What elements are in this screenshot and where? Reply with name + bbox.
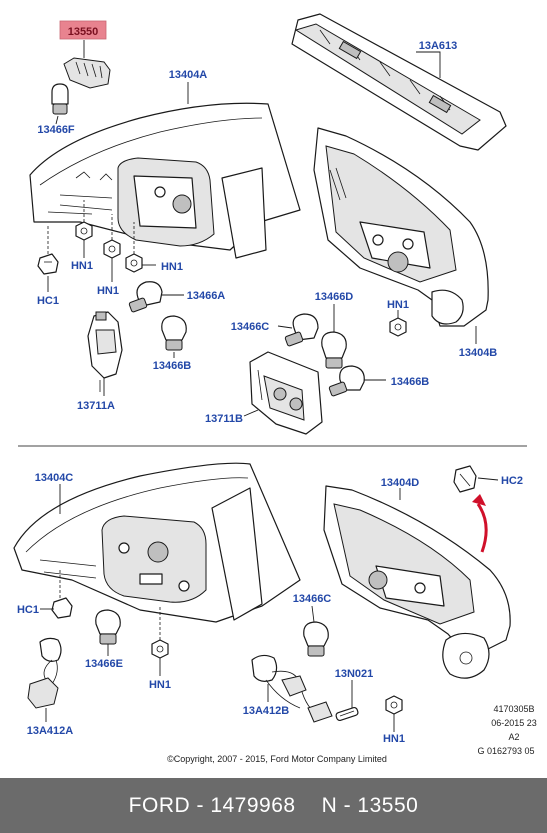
label-HN1-b: HN1	[97, 285, 119, 297]
nut-HN1-d	[389, 317, 407, 337]
label-HC1-bottom: HC1	[17, 604, 39, 616]
connector-13550	[63, 57, 111, 89]
label-13466B-left: 13466B	[153, 360, 192, 372]
red-arrow-head	[472, 494, 486, 506]
leader-lines	[40, 40, 499, 732]
bulb-carrier-13711A	[87, 311, 123, 392]
label-13466B-right: 13466B	[391, 376, 430, 388]
nut-HN1-a	[75, 221, 93, 241]
nut-HN1-c	[125, 253, 143, 273]
ref-line-2: 06-2015 23	[491, 718, 537, 728]
label-13466C-top: 13466C	[231, 321, 270, 333]
lamp-13404B	[313, 127, 489, 327]
label-13466A: 13466A	[187, 290, 226, 302]
nut-HN1-e	[151, 639, 169, 659]
label-13711A: 13711A	[77, 400, 115, 412]
bulb-13466D	[321, 331, 347, 369]
bulb-carrier-13711B	[249, 351, 323, 435]
clip-HC1-bottom	[51, 597, 73, 619]
label-13404D: 13404D	[381, 477, 420, 489]
red-arrow	[476, 503, 488, 553]
lamp-13404A	[29, 102, 301, 259]
label-13711B: 13711B	[205, 413, 243, 425]
clip-HC1-top	[37, 253, 59, 275]
bulb-13466F	[51, 83, 69, 115]
nut-HN1-f	[385, 695, 403, 715]
label-HN1-e: HN1	[149, 679, 171, 691]
bulb-13466C-bottom	[303, 621, 329, 657]
clip-HC2	[453, 465, 477, 493]
bulb-13N021	[335, 706, 359, 722]
label-13466D: 13466D	[315, 291, 354, 303]
label-13N021: 13N021	[335, 668, 374, 680]
nut-HN1-b	[103, 239, 121, 259]
ref-line-3: A2	[508, 732, 519, 742]
label-13A613: 13A613	[419, 40, 458, 52]
bulb-13466C-top	[284, 313, 319, 347]
ref-line-1: 4170305B	[493, 704, 534, 714]
harness-13A412B	[251, 654, 333, 723]
lamp-13404D	[323, 485, 511, 679]
harness-13A412A	[27, 637, 62, 709]
label-13550: 13550	[68, 26, 99, 38]
ref-line-4: G 0162793 05	[477, 746, 534, 756]
lamp-13404C	[13, 462, 301, 623]
copyright-text: ©Copyright, 2007 - 2015, Ford Motor Comp…	[167, 754, 387, 764]
label-HN1-f: HN1	[383, 733, 405, 745]
label-13466C-bottom: 13466C	[293, 593, 332, 605]
bulb-13466B-right	[328, 365, 365, 397]
label-13404C: 13404C	[35, 472, 74, 484]
label-13A412A: 13A412A	[27, 725, 74, 737]
bulb-13466E	[95, 609, 121, 645]
label-13A412B: 13A412B	[243, 705, 290, 717]
label-HN1-c: HN1	[161, 261, 183, 273]
bulb-13466A	[128, 281, 163, 313]
bulb-13466B-left	[161, 315, 187, 351]
footer-ford-number: FORD - 1479968	[128, 793, 296, 817]
label-HN1-d: HN1	[387, 299, 409, 311]
lamp-13A613	[291, 13, 507, 151]
part-13550-highlight[interactable]	[59, 20, 107, 40]
part-number-footer: FORD - 1479968 N - 13550	[0, 778, 547, 833]
label-13404A: 13404A	[169, 69, 208, 81]
label-13404B: 13404B	[459, 347, 498, 359]
parts-diagram: 13550	[13, 13, 537, 764]
label-13466F: 13466F	[37, 124, 75, 136]
label-HC1-top: HC1	[37, 295, 59, 307]
footer-part-number: N - 13550	[321, 793, 419, 817]
label-13466E: 13466E	[85, 658, 123, 670]
label-HN1-a: HN1	[71, 260, 93, 272]
label-HC2: HC2	[501, 475, 523, 487]
